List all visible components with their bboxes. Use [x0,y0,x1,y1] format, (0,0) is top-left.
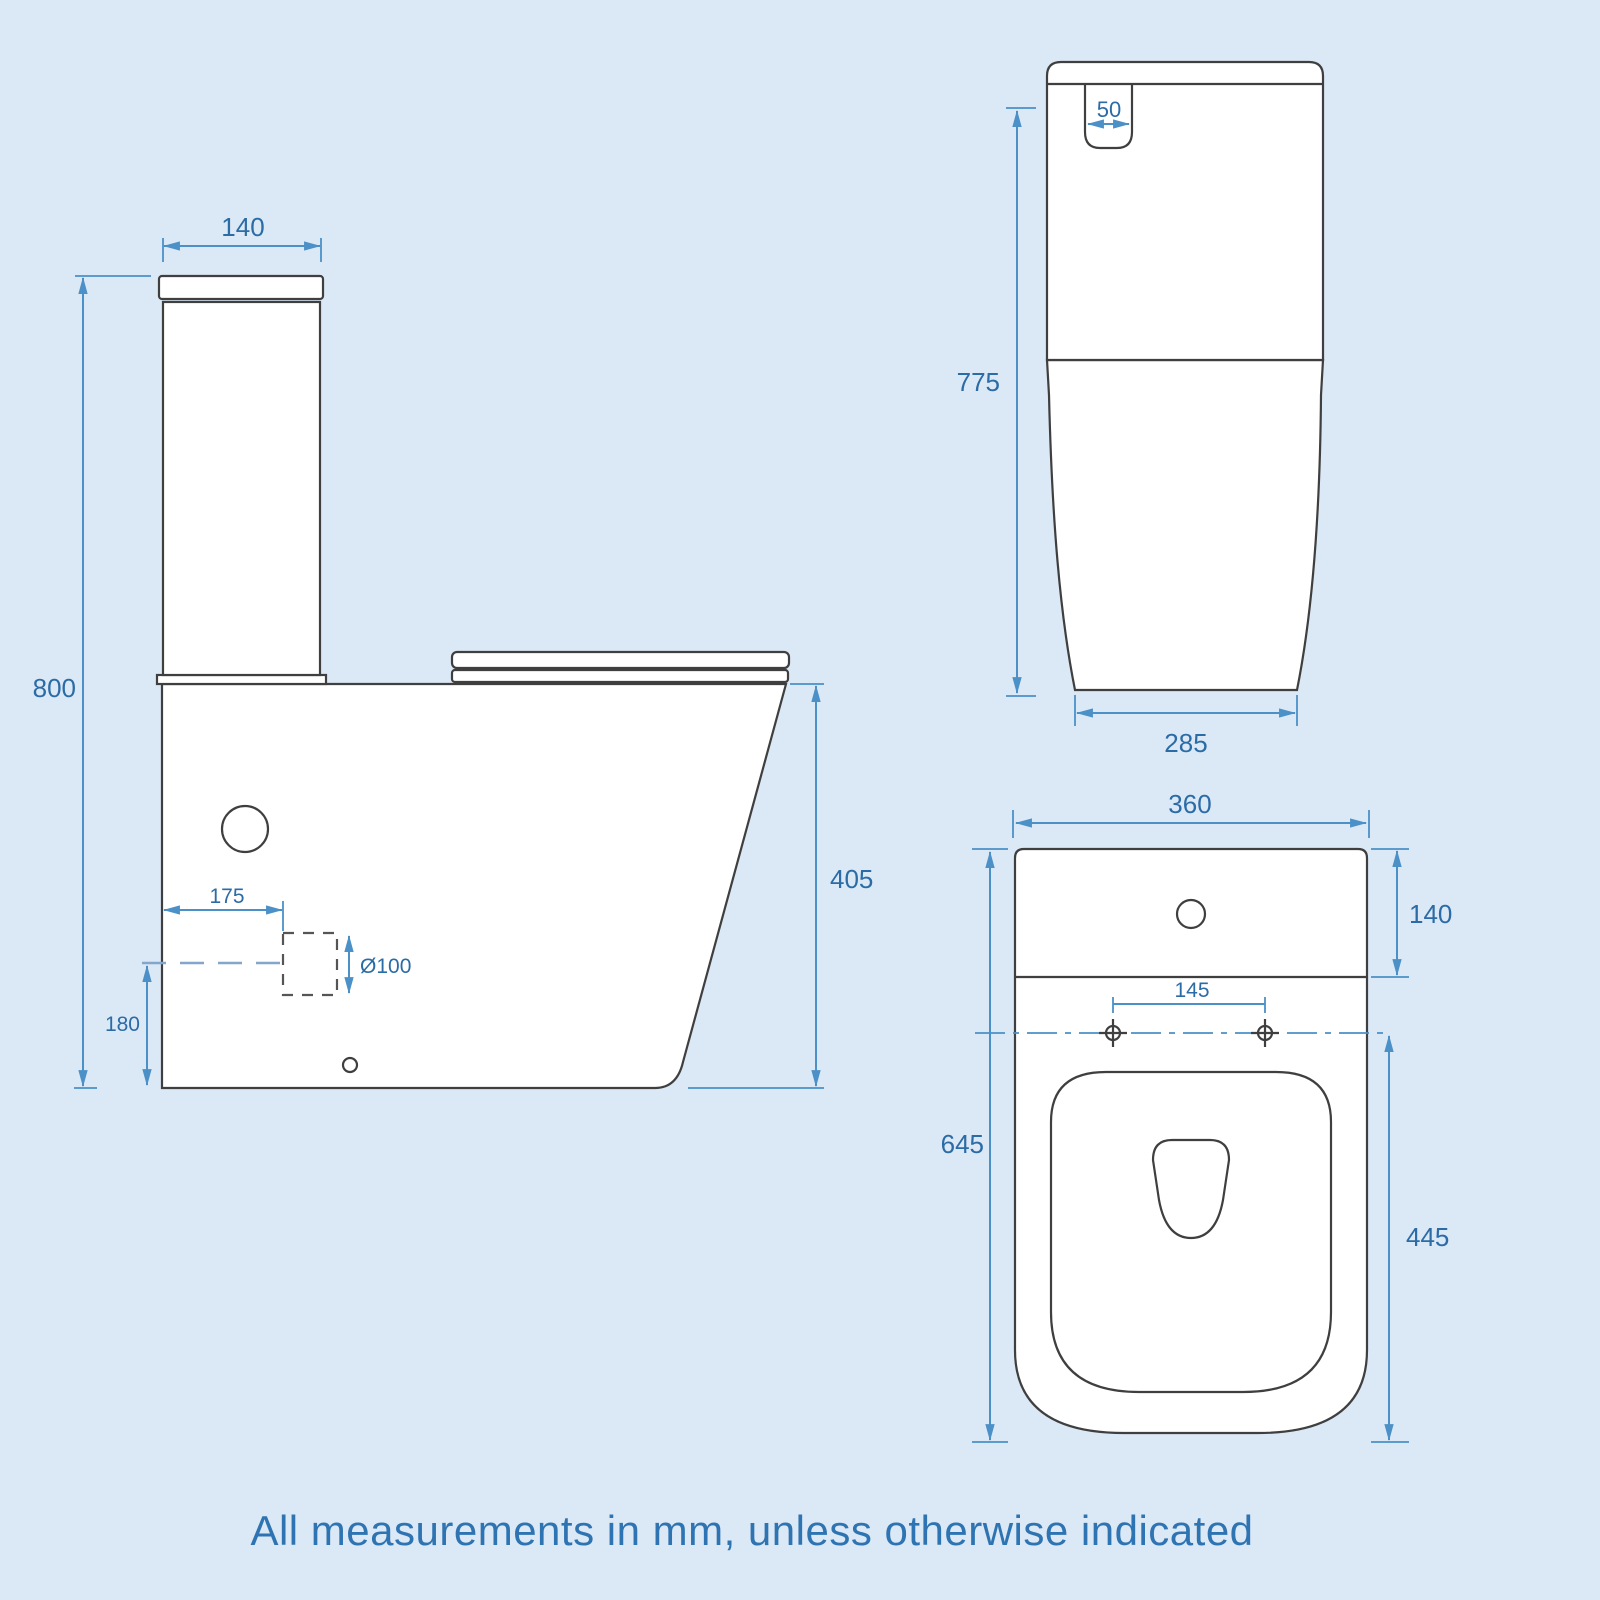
dim-label-front-overall-height: 775 [957,367,1000,397]
measurements-note: All measurements in mm, unless otherwise… [250,1507,1253,1554]
dim-label-plan-cistern-depth: 140 [1409,899,1452,929]
hinge-hole-right [1251,1019,1279,1047]
flush-recess-outline [1083,84,1134,150]
side-cistern-body [161,300,322,677]
dim-plan-seat-depth: 445 [1371,1034,1449,1443]
dim-label-outlet-setout: 175 [209,885,244,908]
hinge-hole-left [1099,1019,1127,1047]
front-pan-outline [1045,358,1325,692]
front-view: 50 775 285 [957,60,1325,758]
dim-outlet-diameter: Ø100 [344,934,411,995]
dim-label-side-pan-height: 405 [830,864,873,894]
dim-plan-cistern-depth: 140 [1371,848,1452,978]
dim-label-flush-button-width: 50 [1097,97,1121,122]
dim-front-overall-height: 775 [957,107,1036,697]
dim-side-pan-height: 405 [688,683,873,1089]
dim-flush-button-width: 50 [1086,97,1131,129]
dim-label-plan-overall-width: 360 [1168,789,1211,819]
dim-side-cistern-width: 140 [162,212,322,262]
plan-view: 360 140 145 645 445 [941,789,1452,1443]
dim-label-outlet-height: 180 [105,1013,140,1036]
dim-label-outlet-diameter: Ø100 [360,955,411,978]
dim-outlet-setout: 175 [162,885,284,931]
side-base-hole [341,1056,359,1074]
dim-label-side-overall-height: 800 [33,673,76,703]
dim-label-side-cistern-width: 140 [221,212,264,242]
dim-fixing-centres: 145 [1112,979,1266,1013]
side-view: 140 800 175 180 Ø100 [33,212,873,1090]
dim-plan-overall-depth: 645 [941,848,1008,1443]
dim-plan-overall-width: 360 [1012,789,1370,838]
side-seat-lid [450,650,791,670]
dim-label-front-base-width: 285 [1164,728,1207,758]
side-cistern-lid [157,274,325,301]
dim-side-overall-height: 800 [33,275,151,1089]
soil-outlet-dashed-square [281,931,339,997]
dim-label-plan-seat-depth: 445 [1406,1222,1449,1252]
dim-label-fixing-centres: 145 [1174,979,1209,1002]
side-fixing-hole [220,804,270,854]
side-seat-ring [450,668,790,684]
side-cistern-lip [155,673,328,686]
flush-button-circle [1175,898,1207,930]
dim-front-base-width: 285 [1074,695,1298,758]
front-cistern-outline [1045,60,1325,362]
plan-seat-inner-ring [1049,1070,1333,1394]
side-pan-outline [160,682,788,1090]
plan-bowl-outline [1151,1138,1231,1240]
dim-outlet-height: 180 [105,964,152,1087]
dim-label-plan-overall-depth: 645 [941,1129,984,1159]
